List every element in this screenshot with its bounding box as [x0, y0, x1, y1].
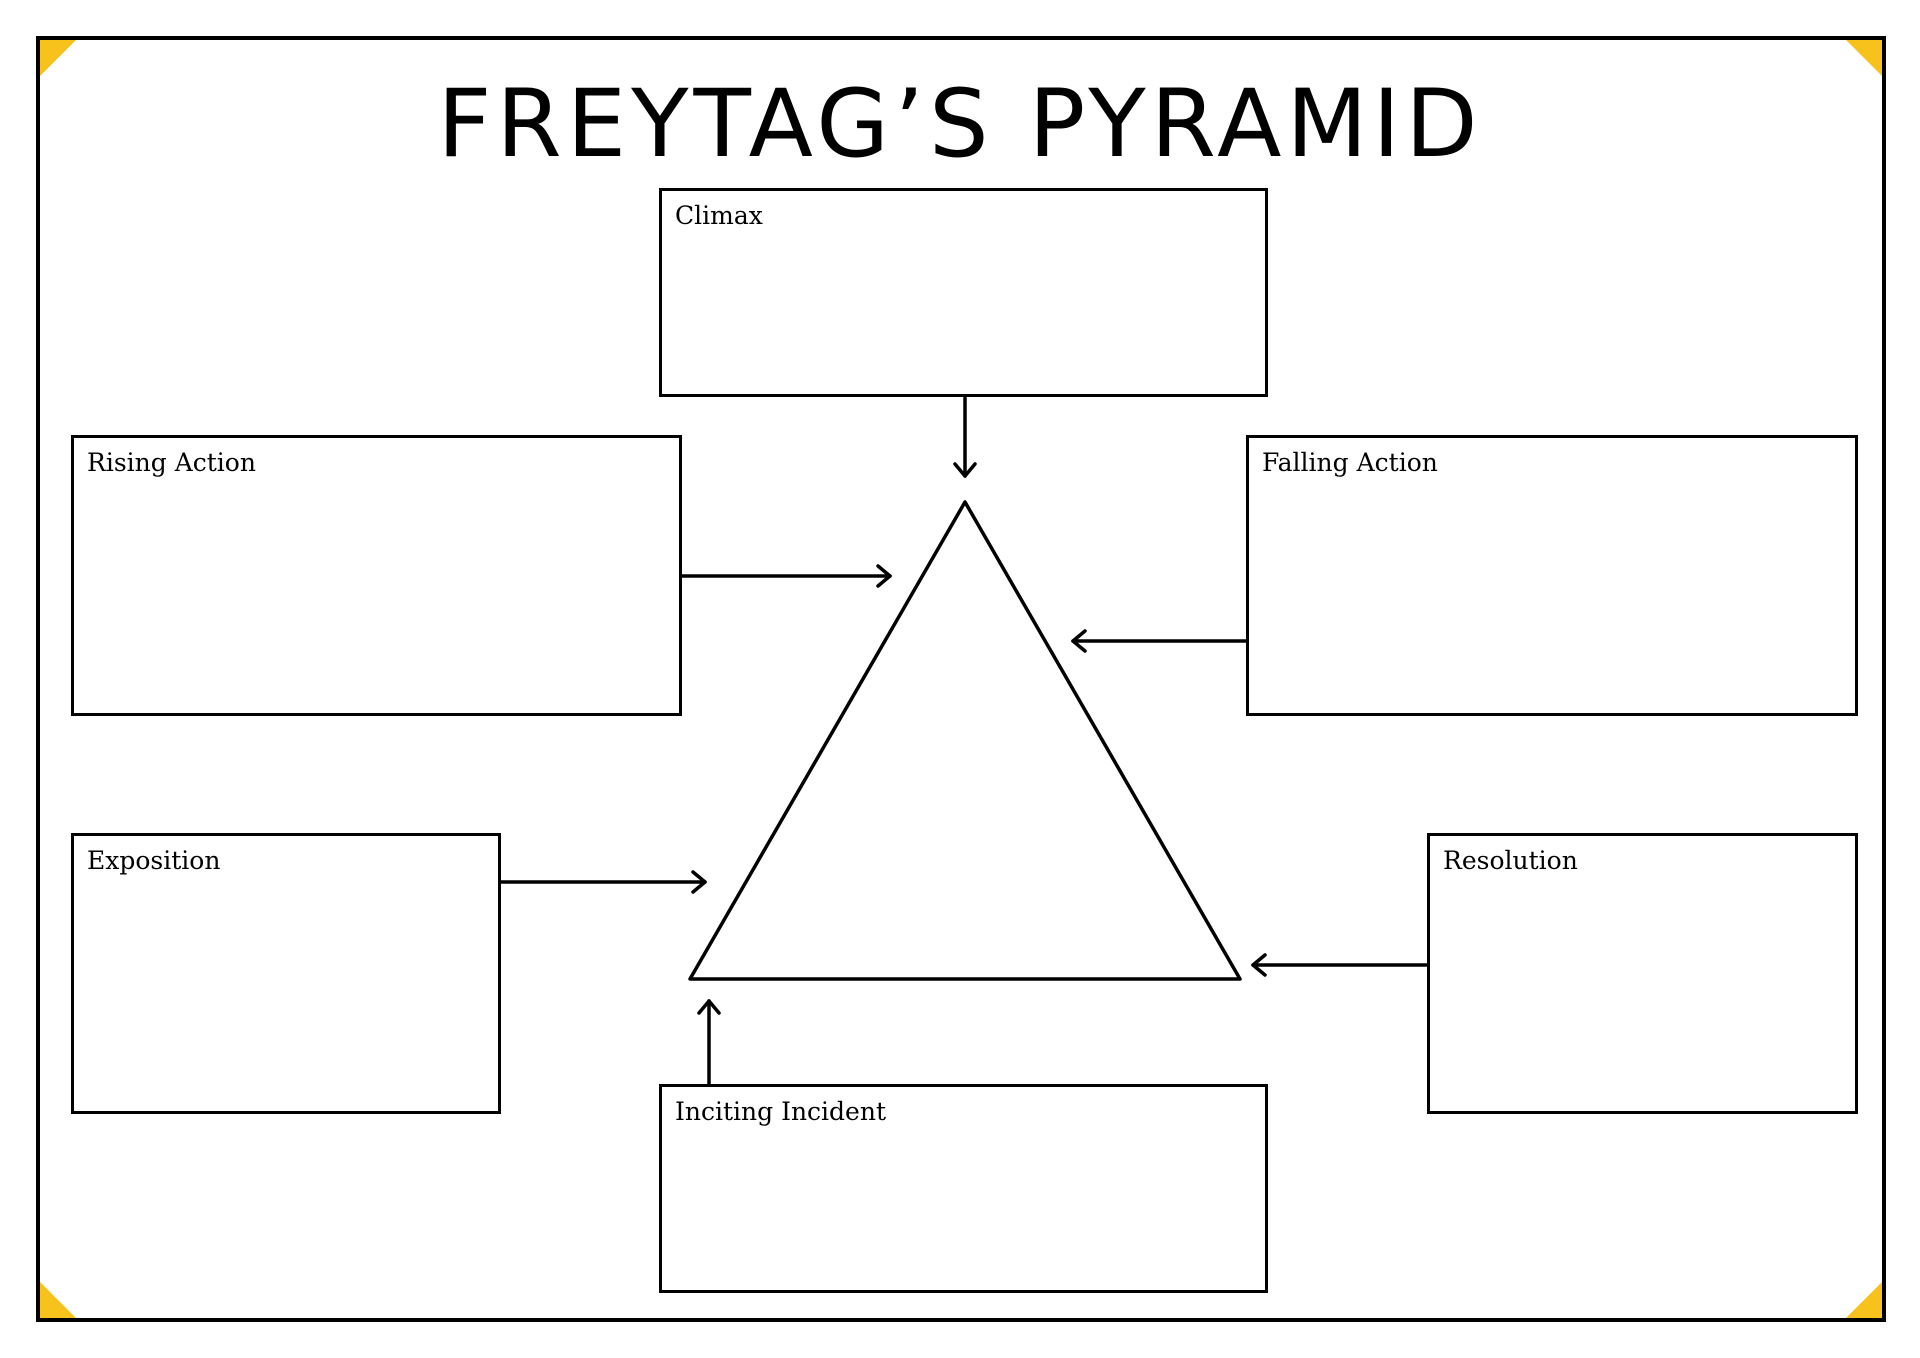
corner-accent-bottom-left — [40, 1282, 76, 1318]
page-title: FREYTAG’S PYRAMID — [437, 70, 1483, 179]
corner-accent-top-left — [40, 40, 76, 76]
arrow-inciting-incident — [697, 999, 721, 1086]
resolution-label: Resolution — [1443, 846, 1578, 875]
rising-action-box[interactable]: Rising Action — [71, 435, 682, 716]
corner-accent-bottom-right — [1846, 1282, 1882, 1318]
pyramid-triangle — [688, 500, 1242, 981]
falling-action-label: Falling Action — [1262, 448, 1438, 477]
corner-accent-top-right — [1846, 40, 1882, 76]
exposition-box[interactable]: Exposition — [71, 833, 501, 1114]
inciting-incident-box[interactable]: Inciting Incident — [659, 1084, 1268, 1293]
resolution-box[interactable]: Resolution — [1427, 833, 1858, 1114]
climax-box[interactable]: Climax — [659, 188, 1268, 397]
arrow-rising-action — [680, 564, 892, 588]
inciting-incident-label: Inciting Incident — [675, 1097, 886, 1126]
arrow-climax — [953, 396, 977, 478]
falling-action-box[interactable]: Falling Action — [1246, 435, 1858, 716]
arrow-resolution — [1251, 953, 1429, 977]
rising-action-label: Rising Action — [87, 448, 256, 477]
arrow-exposition — [499, 870, 707, 894]
arrow-falling-action — [1071, 629, 1248, 653]
exposition-label: Exposition — [87, 846, 221, 875]
climax-label: Climax — [675, 201, 763, 230]
